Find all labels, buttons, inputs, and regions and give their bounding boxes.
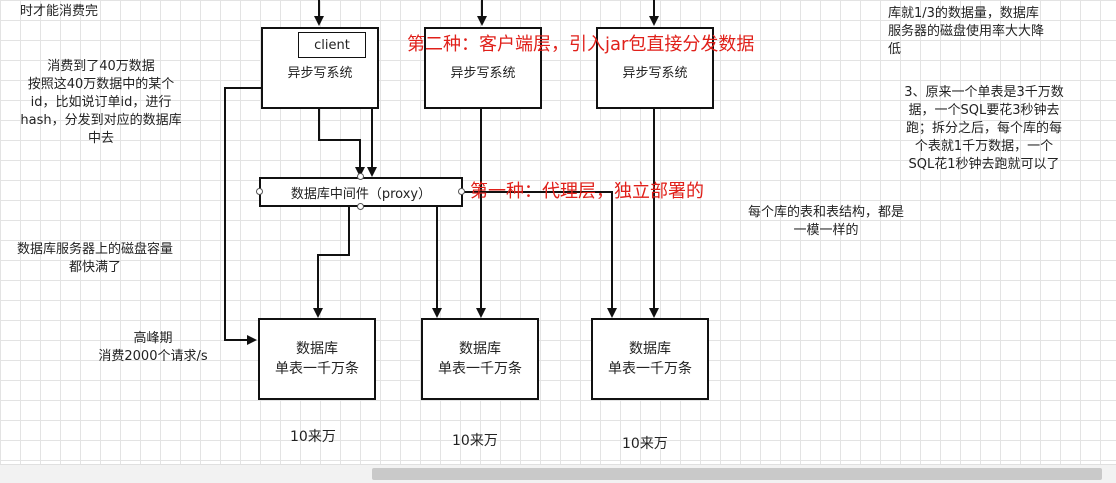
note-top-left-fragment: 时才能消费完 <box>20 4 99 19</box>
note-line: 中去 <box>87 131 114 146</box>
note-same-structure: 每个库的表和表结构，都是 一模一样的 <box>730 204 922 240</box>
selection-handle[interactable] <box>357 173 364 180</box>
db-sublabel: 单表一千万条 <box>608 361 692 377</box>
note-line: 库就1/3的数据量，数据库 <box>888 6 1039 21</box>
selection-handle[interactable] <box>256 188 263 195</box>
note-line: SQL花1秒钟去跑就可以了 <box>908 157 1060 172</box>
note-line: id，比如说订单id，进行 <box>30 95 172 110</box>
async-write-system-2[interactable]: 异步写系统 <box>424 27 542 109</box>
proxy-label: 数据库中间件（proxy） <box>290 186 432 202</box>
note-line: 服务器的磁盘使用率大大降 <box>888 24 1045 39</box>
box-label: 异步写系统 <box>450 65 516 81</box>
note-line: 低 <box>888 42 902 57</box>
box-label: 异步写系统 <box>622 65 688 81</box>
db-sublabel: 单表一千万条 <box>275 361 359 377</box>
database-box-1[interactable]: 数据库 单表一千万条 <box>258 318 376 400</box>
record-count-2: 10来万 <box>452 433 498 449</box>
db-sublabel: 单表一千万条 <box>438 361 522 377</box>
note-line: 数据库服务器上的磁盘容量 <box>16 242 173 257</box>
note-line: 3、原来一个单表是3千万数 <box>904 85 1064 100</box>
selection-handle[interactable] <box>357 203 364 210</box>
note-line: 一模一样的 <box>793 223 859 238</box>
note-peak: 高峰期 消费2000个请求/s <box>86 330 220 366</box>
annotation-client-layer: 第二种：客户端层，引入jar包直接分发数据 <box>407 34 755 55</box>
async-write-system-3[interactable]: 异步写系统 <box>596 27 714 109</box>
note-line: 高峰期 <box>133 331 173 346</box>
db-label: 数据库 <box>629 341 671 357</box>
note-right-split: 3、原来一个单表是3千万数 据，一个SQL要花3秒钟去 跑；拆分之后，每个库的每… <box>884 84 1084 174</box>
selection-handle[interactable] <box>458 188 465 195</box>
database-box-2[interactable]: 数据库 单表一千万条 <box>421 318 539 400</box>
db-label: 数据库 <box>296 341 338 357</box>
database-box-3[interactable]: 数据库 单表一千万条 <box>591 318 709 400</box>
db-label: 数据库 <box>459 341 501 357</box>
note-line: 据，一个SQL要花3秒钟去 <box>908 103 1060 118</box>
note-disk: 数据库服务器上的磁盘容量 都快满了 <box>2 241 188 277</box>
note-line: 每个库的表和表结构，都是 <box>747 205 904 220</box>
note-line: 按照这40万数据中的某个 <box>27 77 175 92</box>
note-line: 消费2000个请求/s <box>98 349 208 364</box>
client-label: client <box>314 37 350 53</box>
record-count-3: 10来万 <box>622 436 668 452</box>
note-consume: 消费到了40万数据 按照这40万数据中的某个 id，比如说订单id，进行 has… <box>16 58 186 148</box>
note-line: 个表就1千万数据，一个 <box>914 139 1054 154</box>
note-line: 跑；拆分之后，每个库的每 <box>905 121 1062 136</box>
horizontal-scrollbar[interactable] <box>0 464 1116 483</box>
note-line: 消费到了40万数据 <box>47 59 155 74</box>
note-line: hash，分发到对应的数据库 <box>20 113 182 128</box>
record-count-1: 10来万 <box>290 429 336 445</box>
annotation-proxy-layer: 第一种：代理层，独立部署的 <box>470 181 704 202</box>
note-right-top: 库就1/3的数据量，数据库 服务器的磁盘使用率大大降 低 <box>888 5 1088 59</box>
client-box[interactable]: client <box>298 32 366 58</box>
scrollbar-thumb[interactable] <box>372 468 1102 480</box>
box-label: 异步写系统 <box>287 65 353 81</box>
note-line: 都快满了 <box>68 260 121 275</box>
